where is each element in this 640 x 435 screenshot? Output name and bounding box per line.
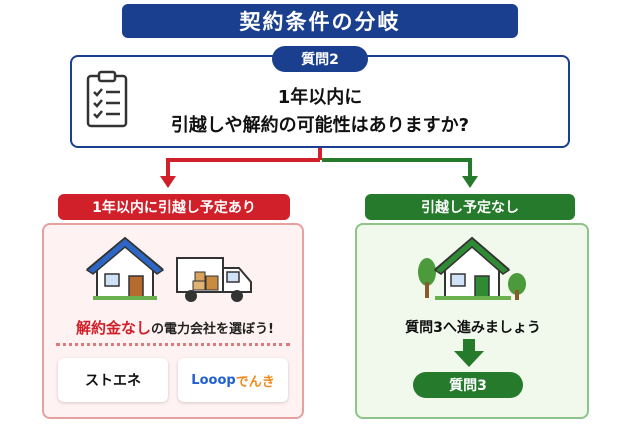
looop-name-part2: でんき (235, 374, 275, 390)
message-rest: の電力会社を選ぼう! (151, 322, 274, 337)
message-highlight: 解約金なし (76, 319, 152, 337)
dotted-divider (56, 343, 290, 346)
house-with-trees-icon (418, 236, 526, 300)
branch-no-label: 引越し予定なし (365, 194, 575, 220)
branch-no-message: 質問3へ進みましょう (405, 320, 541, 336)
question-tag: 質問2 (272, 46, 368, 72)
moving-truck-icon (176, 257, 252, 302)
next-question-button[interactable]: 質問3 (413, 372, 523, 398)
question-text: 1年以内に 引越しや解約の可能性はありますか? (130, 84, 510, 140)
option-stoene[interactable]: ストエネ (58, 358, 168, 402)
arrow-down-icon (454, 339, 484, 367)
question-line-1: 1年以内に (277, 87, 363, 108)
house-icon (85, 236, 165, 300)
branch-yes-message: 解約金なしの電力会社を選ぼう! (52, 317, 298, 338)
question-line-2: 引越しや解約の可能性はありますか? (170, 115, 470, 136)
diagram-title: 契約条件の分岐 (122, 4, 518, 38)
branch-yes-label: 1年以内に引越し予定あり (58, 194, 290, 220)
clipboard-checklist-icon (86, 70, 128, 128)
looop-name-part1: Looop (191, 372, 236, 388)
arrow-down-green-icon (462, 176, 478, 188)
arrow-down-red-icon (160, 176, 176, 188)
